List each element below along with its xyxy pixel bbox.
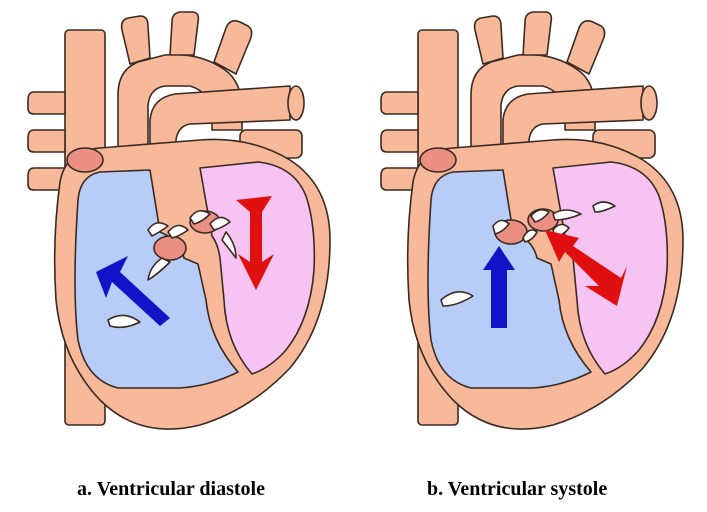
semilunar-valve [147,222,169,237]
blue-flow-arrow [483,246,515,328]
panel-diastole: a. Ventricular diastole [27,11,331,500]
vessel-branch [27,167,66,191]
left-ventricle-atrium [552,161,669,375]
semilunar-valve [530,208,550,223]
vessel-branch [380,129,419,153]
artery-branch [566,20,606,75]
vessel-cap [153,235,187,261]
tricuspid-valve [440,291,474,307]
blue-flow-arrow [96,256,170,326]
vessel-branch [27,129,66,153]
vessel-branch [27,91,66,115]
caption-diastole: a. Ventricular diastole [77,478,265,500]
artery-branch [213,20,253,75]
mitral-valve [552,209,582,221]
tricuspid-valve [107,314,141,329]
vessel-branch [380,91,419,115]
pulmonary-trunk [502,85,644,216]
artery-branch [522,11,553,56]
semilunar-valve [522,229,538,243]
artery-branch [473,15,504,65]
red-flow-arrow [545,230,627,306]
vessel-cap [66,147,104,173]
caption-systole: b. Ventricular systole [427,478,608,500]
vessel-cap [419,147,457,173]
pulmonary-artery-end [287,85,305,121]
semilunar-valve [189,210,211,225]
vessel-branch [380,167,419,191]
heart-diagram-systole [380,11,684,430]
pulmonary-artery-end [640,85,658,121]
artery-branch [169,11,200,56]
panel-systole: b. Ventricular systole [353,0,707,512]
mitral-valve [221,231,237,259]
semilunar-valve [209,216,231,231]
red-flow-arrow [236,196,274,290]
mitral-valve [592,201,616,213]
semilunar-valve [492,219,510,235]
semilunar-valve [167,224,189,239]
artery-branch [120,15,151,65]
tricuspid-valve [147,257,171,281]
pulmonary-trunk [149,85,291,216]
heart-diagram-diastole [27,11,331,430]
